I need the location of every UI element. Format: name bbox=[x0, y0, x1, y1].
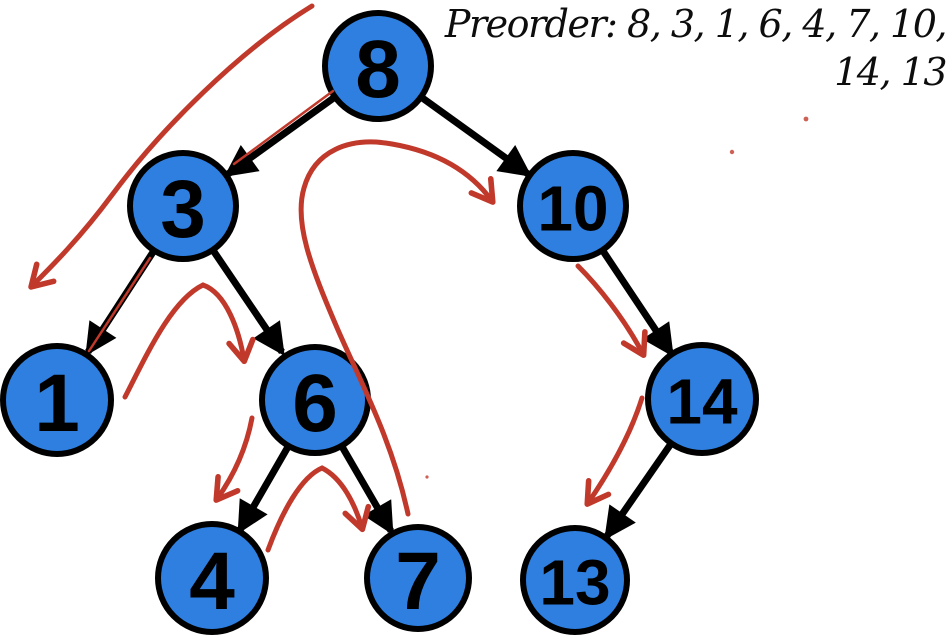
tree-node-6: 6 bbox=[259, 344, 371, 456]
tree-node-14: 14 bbox=[645, 342, 759, 456]
tree-node-circle-1 bbox=[0, 343, 114, 457]
tree-node-3: 3 bbox=[127, 150, 239, 262]
tree-node-label-4: 4 bbox=[189, 536, 235, 627]
preorder-line-1: Preorder: 8, 3, 1, 6, 4, 7, 10, bbox=[444, 2, 948, 46]
traversal-arrow-trace-over-edge-8-3 bbox=[232, 89, 335, 166]
ink-speck-3 bbox=[425, 475, 429, 479]
tree-node-7: 7 bbox=[364, 524, 472, 632]
tree-node-circle-14 bbox=[645, 342, 759, 456]
tree-node-circle-8 bbox=[322, 10, 434, 122]
tree-node-label-10: 10 bbox=[537, 173, 608, 245]
tree-node-10: 10 bbox=[517, 150, 629, 262]
tree-node-4: 4 bbox=[155, 521, 269, 635]
tree-node-circle-4 bbox=[155, 521, 269, 635]
tree-node-13: 13 bbox=[520, 525, 630, 635]
tree-node-circle-3 bbox=[127, 150, 239, 262]
traversal-annotations bbox=[28, 3, 809, 553]
tree-node-8: 8 bbox=[322, 10, 434, 122]
tree-node-label-3: 3 bbox=[160, 164, 206, 255]
tree-node-label-6: 6 bbox=[292, 358, 338, 449]
traversal-arrow-down-14-to-13 bbox=[584, 395, 645, 507]
preorder-annotation: Preorder: 8, 3, 1, 6, 4, 7, 10, 14, 13 bbox=[444, 1, 948, 97]
ink-speck-2 bbox=[803, 116, 809, 122]
traversal-arrow-trace-over-edge-3-1 bbox=[87, 256, 152, 353]
tree-node-circle-7 bbox=[364, 524, 472, 632]
preorder-line-2: 14, 13 bbox=[834, 49, 947, 94]
tree-node-label-14: 14 bbox=[666, 366, 738, 438]
tree-nodes: 8 3 10 1 6 14 4 7 13 bbox=[0, 10, 759, 635]
traversal-arrow-down-10-to-14 bbox=[575, 263, 648, 358]
ink-speck-1 bbox=[729, 149, 735, 155]
traversal-arrow-down-6-to-4 bbox=[213, 415, 255, 503]
traversal-arrow-hop-1-to-6 bbox=[122, 282, 256, 400]
tree-node-circle-10 bbox=[517, 150, 629, 262]
tree-node-label-13: 13 bbox=[539, 547, 610, 619]
traversal-arrow-loop-7-up-to-10 bbox=[298, 139, 496, 517]
traversal-arrow-descend-left-of-tree bbox=[28, 3, 315, 290]
traversal-arrow-hop-4-to-7 bbox=[265, 465, 372, 553]
tree-node-label-8: 8 bbox=[355, 24, 401, 115]
tree-node-1: 1 bbox=[0, 343, 114, 457]
tree-node-label-1: 1 bbox=[34, 358, 80, 449]
tree-node-circle-13 bbox=[520, 525, 630, 635]
tree-node-label-7: 7 bbox=[395, 536, 441, 627]
